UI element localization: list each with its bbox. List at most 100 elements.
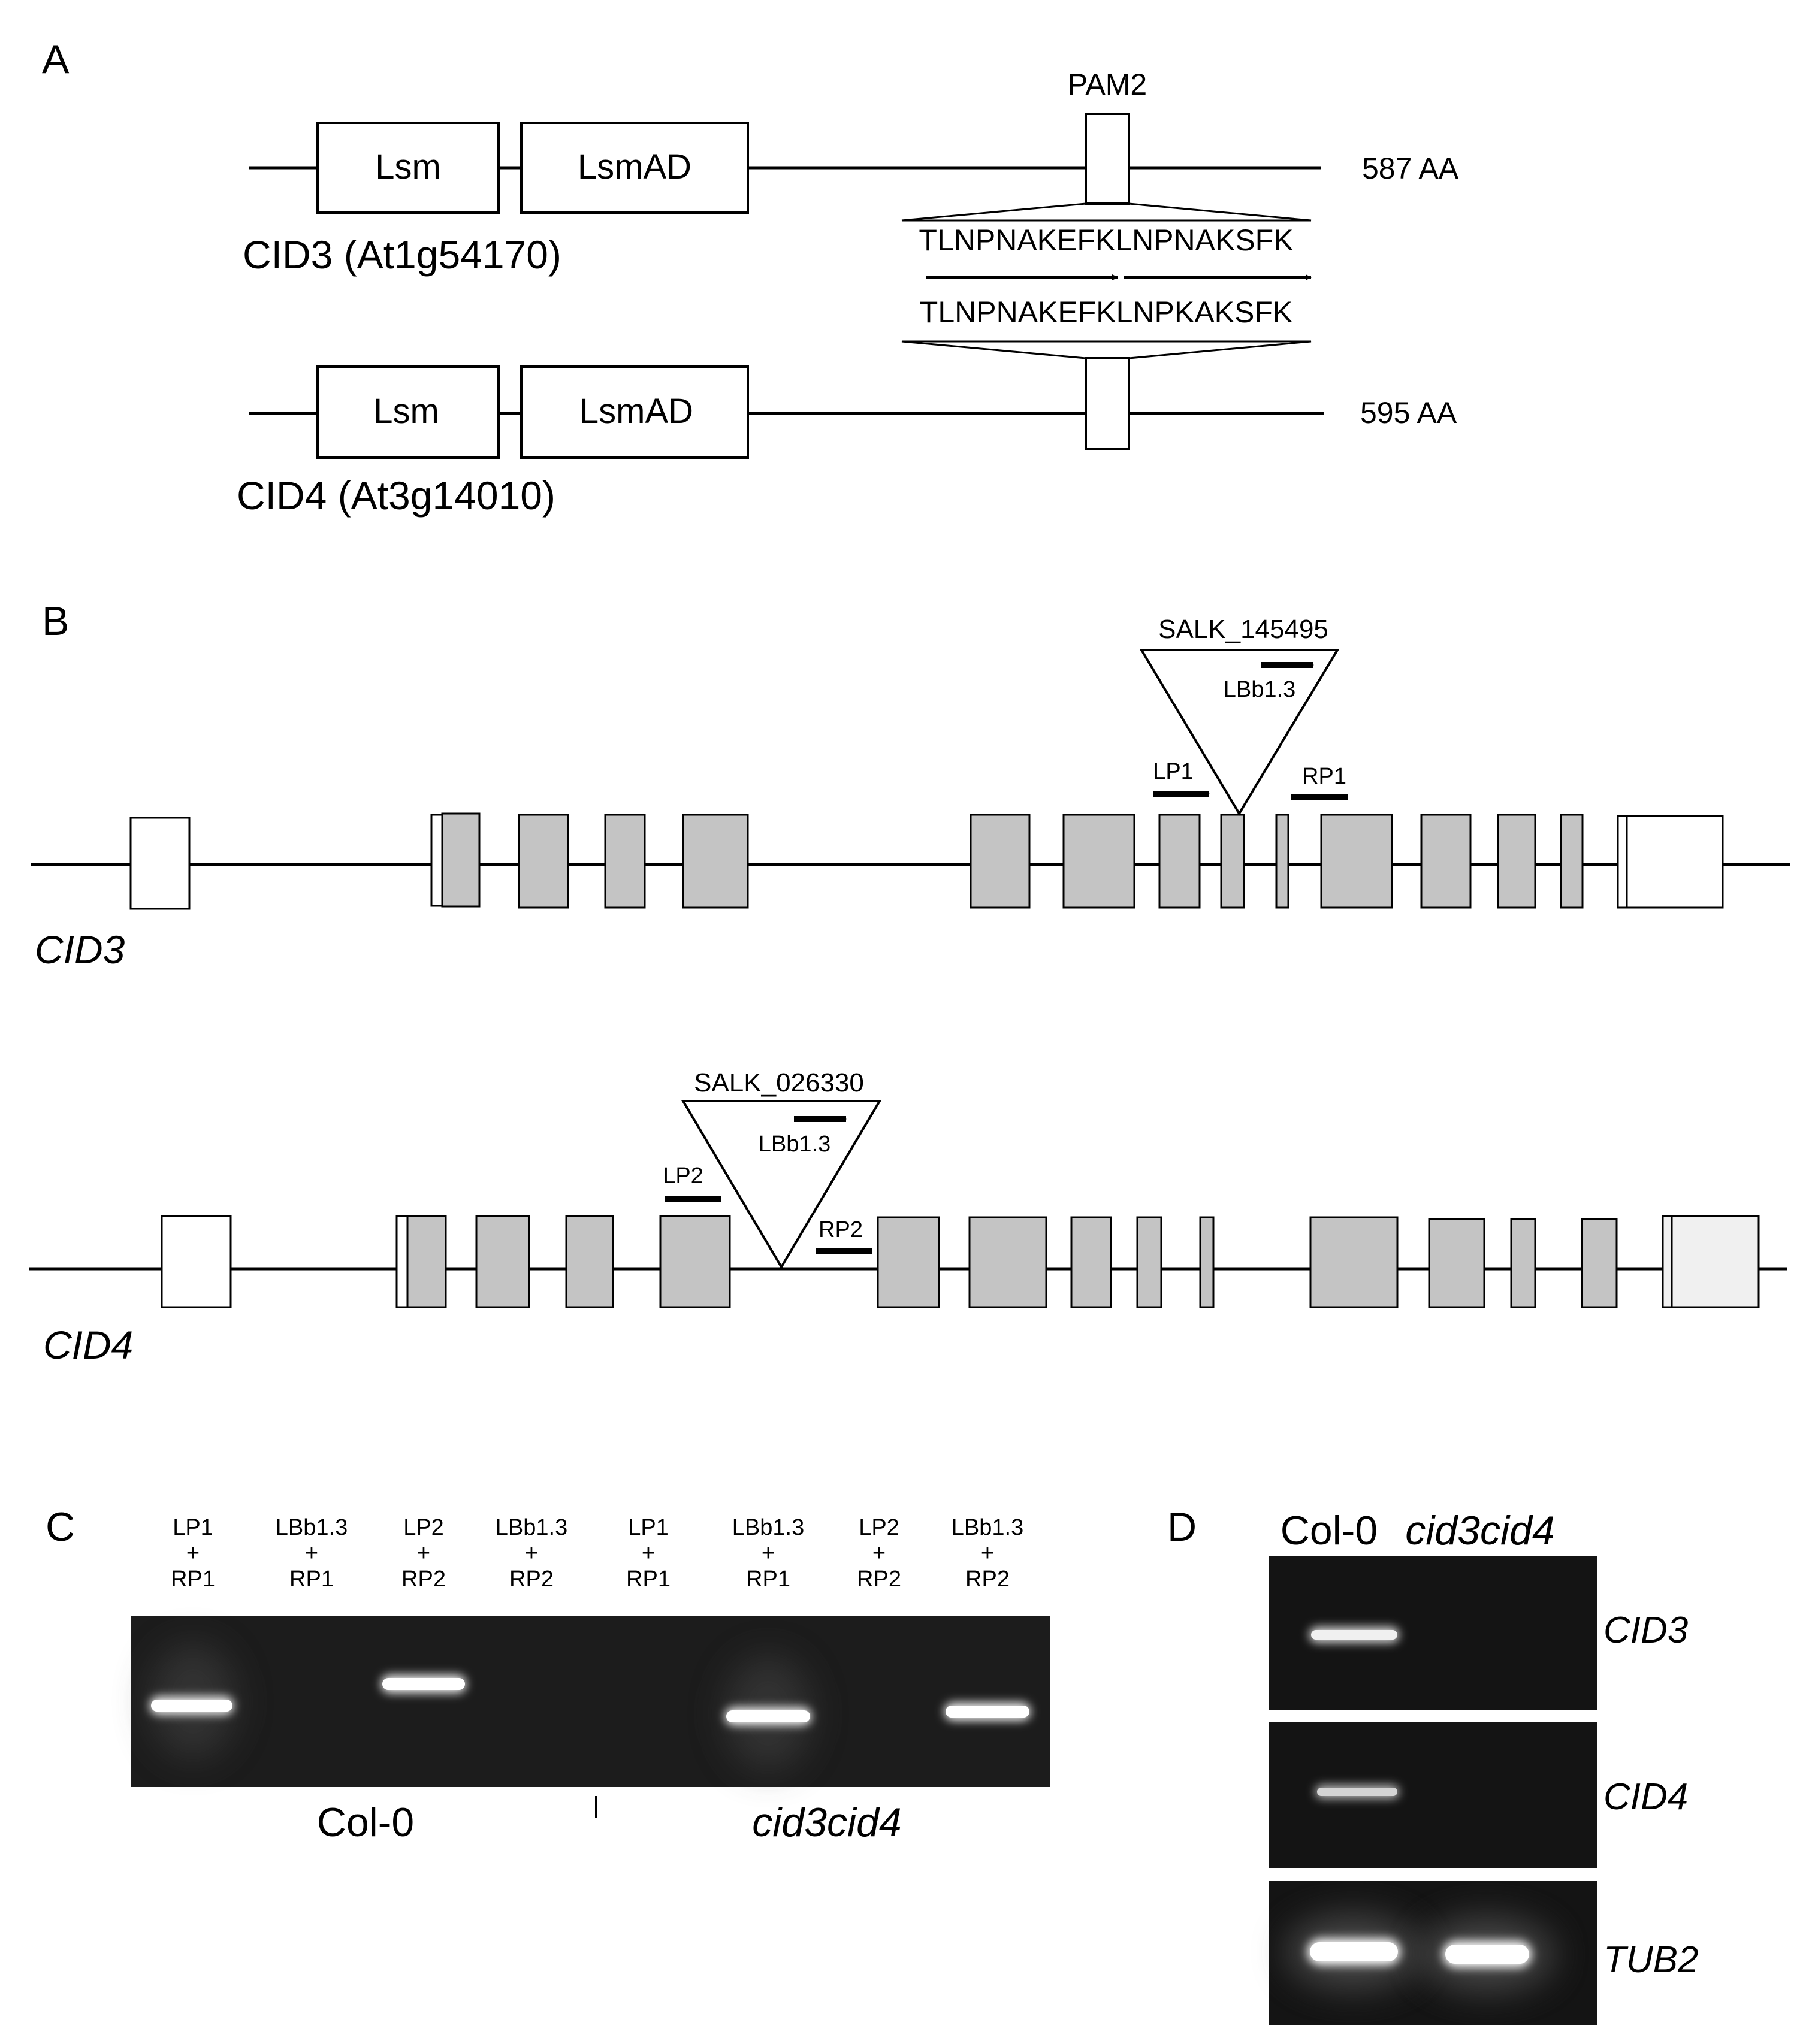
gel-tub2-band-mutant-core bbox=[1445, 1945, 1529, 1964]
lane-label-6: LBb1.3 + RP1 bbox=[732, 1515, 804, 1592]
lane-2-plus: + bbox=[305, 1541, 318, 1566]
cid4-salk-label: SALK_026330 bbox=[694, 1068, 864, 1097]
cid3-exon bbox=[1420, 814, 1472, 909]
lane-4-primer-forward: LBb1.3 bbox=[496, 1515, 567, 1540]
cid4-lb-label: LBb1.3 bbox=[759, 1132, 830, 1157]
lp2-label: LP2 bbox=[663, 1163, 703, 1189]
cid3cid4-label: cid3cid4 bbox=[752, 1800, 902, 1845]
cid3-exon bbox=[1220, 814, 1245, 909]
zoom-connector-bottom bbox=[901, 340, 1312, 359]
cid4-exon bbox=[475, 1215, 530, 1308]
cid4-exon bbox=[968, 1216, 1047, 1308]
gel-band-lane-6-core bbox=[726, 1710, 810, 1722]
gel-band-lane-1-core bbox=[151, 1700, 232, 1712]
lane-1-primer-forward: LP1 bbox=[173, 1515, 213, 1540]
lane-1-primer-reverse: RP1 bbox=[171, 1567, 215, 1592]
cid3-exon bbox=[1560, 814, 1584, 909]
cid4-lsm-label: Lsm bbox=[373, 392, 439, 431]
cid4-exon bbox=[1136, 1216, 1162, 1308]
cid3-pam2-sequence: TLNPNAKEFKLNPNAKSFK bbox=[919, 223, 1293, 257]
cid4-protein-name: CID4 (At3g14010) bbox=[237, 473, 555, 518]
lane-4-primer-reverse: RP2 bbox=[509, 1567, 554, 1592]
panel-d: D Col-0 cid3cid4 CID3 CID4 bbox=[1167, 1504, 1698, 2025]
lane-label-2: LBb1.3 + RP1 bbox=[276, 1515, 348, 1592]
lane-5-plus: + bbox=[642, 1541, 655, 1566]
cid4-t-dna-insertion: SALK_026330 LBb1.3 LP2 RP2 bbox=[663, 1068, 882, 1269]
lane-label-3: LP2 + RP2 bbox=[401, 1515, 446, 1592]
cid3-lsm-domain bbox=[316, 122, 500, 214]
cid4-exon bbox=[1199, 1216, 1215, 1308]
cid3-gene-label: CID3 bbox=[35, 927, 125, 972]
panel-a: A Lsm LsmAD 587 AA CID3 (At1g54170) PAM2… bbox=[42, 37, 1459, 518]
cid3-lsmad-domain bbox=[520, 122, 749, 214]
lane-2-primer-reverse: RP1 bbox=[289, 1567, 334, 1592]
cid3-exon bbox=[1320, 814, 1393, 909]
rp1-label: RP1 bbox=[1302, 764, 1346, 789]
rt-cid3cid4-label: cid3cid4 bbox=[1405, 1508, 1555, 1553]
cid3-exon bbox=[682, 814, 749, 909]
cid4-exon bbox=[1309, 1216, 1399, 1308]
cid3-exon bbox=[441, 812, 481, 908]
cid4-exon bbox=[1428, 1218, 1485, 1308]
lp1-label: LP1 bbox=[1153, 759, 1194, 784]
cid4-exon bbox=[877, 1216, 940, 1308]
cid4-exon bbox=[1070, 1216, 1112, 1308]
panel-b: B CID3 SALK_145495 bbox=[29, 598, 1790, 1367]
gel-tub2-band-col0-core bbox=[1310, 1942, 1398, 1961]
lane-1-plus: + bbox=[186, 1541, 200, 1566]
rp2-label: RP2 bbox=[819, 1217, 863, 1242]
lane-2-primer-forward: LBb1.3 bbox=[276, 1515, 348, 1540]
cid4-pam2-sequence: TLNPNAKEFKLNPKAKSFK bbox=[920, 295, 1292, 329]
lane-5-primer-forward: LP1 bbox=[628, 1515, 669, 1540]
panel-c-letter: C bbox=[46, 1504, 75, 1550]
lane-3-primer-forward: LP2 bbox=[403, 1515, 444, 1540]
gel-cid3-label: CID3 bbox=[1603, 1610, 1688, 1651]
lane-label-8: LBb1.3 + RP2 bbox=[952, 1515, 1023, 1592]
lane-3-plus: + bbox=[417, 1541, 430, 1566]
lane-6-primer-forward: LBb1.3 bbox=[732, 1515, 804, 1540]
cid3-exon bbox=[1062, 814, 1135, 909]
lane-label-1: LP1 + RP1 bbox=[171, 1515, 215, 1592]
gel-background bbox=[131, 1616, 1050, 1787]
cid3-lb-label: LBb1.3 bbox=[1224, 677, 1295, 702]
cid3-protein-name: CID3 (At1g54170) bbox=[243, 232, 561, 277]
cid3-pam2-domain bbox=[1085, 113, 1130, 205]
cid4-exon bbox=[1510, 1218, 1536, 1308]
gel-tub2-label: TUB2 bbox=[1603, 1939, 1698, 1980]
genotyping-gel bbox=[131, 1616, 1050, 1787]
lane-7-plus: + bbox=[872, 1541, 886, 1566]
gel-tub2: TUB2 bbox=[1269, 1881, 1698, 2025]
cid3-exon bbox=[518, 814, 569, 909]
lane-label-7: LP2 + RP2 bbox=[857, 1515, 901, 1592]
cid4-3utr-exon bbox=[1671, 1215, 1760, 1308]
cid3-exon bbox=[1275, 814, 1289, 909]
cid4-length: 595 AA bbox=[1360, 396, 1457, 430]
cid4-lsmad-domain bbox=[520, 365, 749, 459]
lane-7-primer-forward: LP2 bbox=[859, 1515, 899, 1540]
cid4-lsmad-label: LsmAD bbox=[579, 392, 693, 431]
cid4-exon bbox=[659, 1215, 731, 1308]
cid4-pam2-domain bbox=[1085, 357, 1130, 450]
cid3-t-dna-insertion: SALK_145495 LBb1.3 LP1 RP1 bbox=[1139, 615, 1348, 816]
lane-3-primer-reverse: RP2 bbox=[401, 1567, 446, 1592]
cid3-insertion-triangle bbox=[1139, 649, 1340, 816]
lane-labels: LP1 + RP1 LBb1.3 + RP1 LP2 + RP2 LBb1.3 … bbox=[171, 1515, 1023, 1592]
cid3-length: 587 AA bbox=[1362, 152, 1459, 185]
cid4-insertion-triangle bbox=[681, 1100, 882, 1269]
gel-cid4: CID4 bbox=[1269, 1722, 1688, 1868]
cid4-protein: Lsm LsmAD 595 AA CID4 (At3g14010) bbox=[237, 357, 1457, 518]
cid4-exon bbox=[406, 1215, 447, 1308]
cid3-salk-label: SALK_145495 bbox=[1158, 615, 1328, 644]
pam2-label: PAM2 bbox=[1068, 68, 1147, 101]
rt-pcr-gels: CID3 CID4 TUB2 bbox=[1269, 1556, 1698, 2025]
lane-8-primer-forward: LBb1.3 bbox=[952, 1515, 1023, 1540]
lane-8-plus: + bbox=[981, 1541, 994, 1566]
cid4-gene-label: CID4 bbox=[43, 1323, 133, 1367]
gel-band-lane-3-core bbox=[382, 1678, 465, 1690]
pam2-zoom: TLNPNAKEFKLNPNAKSFK TLNPNAKEFKLNPKAKSFK bbox=[901, 202, 1312, 359]
zoom-connector-top bbox=[901, 202, 1312, 222]
cid4-exon bbox=[565, 1215, 614, 1308]
cid4-exon bbox=[1581, 1218, 1618, 1308]
cid3-exon bbox=[1497, 814, 1536, 909]
